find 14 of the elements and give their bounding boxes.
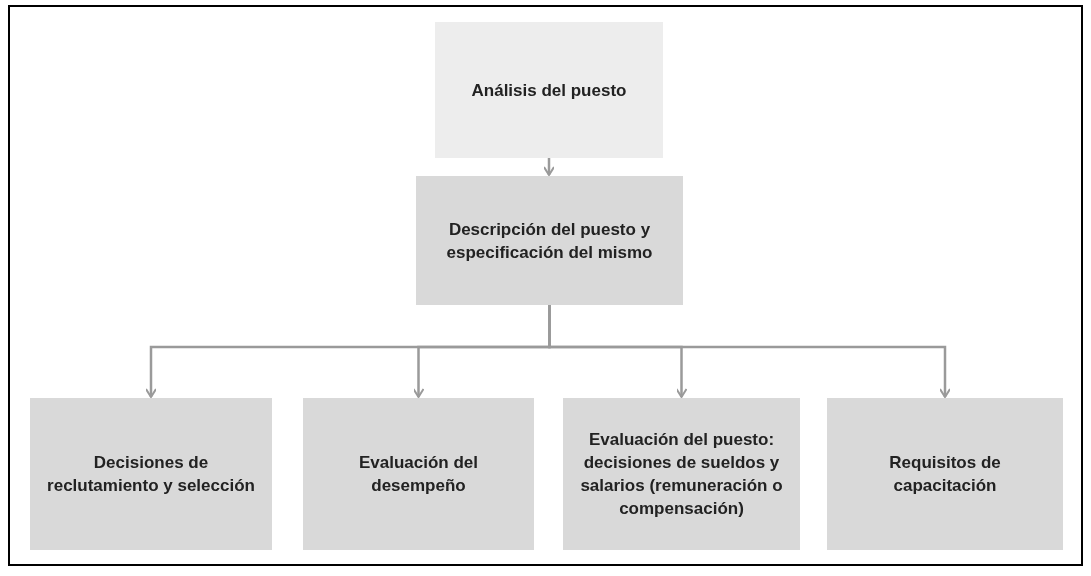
box-label: Decisiones de reclutamiento y selección [46, 452, 256, 497]
box-label: Descripción del puesto y especificación del mismo [445, 218, 654, 264]
process-box [416, 176, 683, 305]
arrow [548, 305, 951, 398]
process-box [435, 22, 663, 158]
process-box [563, 398, 800, 550]
process-box [827, 398, 1063, 550]
box-label: Análisis del puesto [471, 79, 627, 102]
process-box [303, 398, 534, 550]
box-label: Evaluación del desempeño [357, 452, 479, 497]
box-label: Requisitos de capacitación [888, 452, 1002, 497]
arrow [543, 158, 555, 176]
process-box [30, 398, 272, 550]
box-label: Evaluación del puesto: decisiones de sueldos y salarios (remuneración o compensación) [579, 429, 784, 520]
